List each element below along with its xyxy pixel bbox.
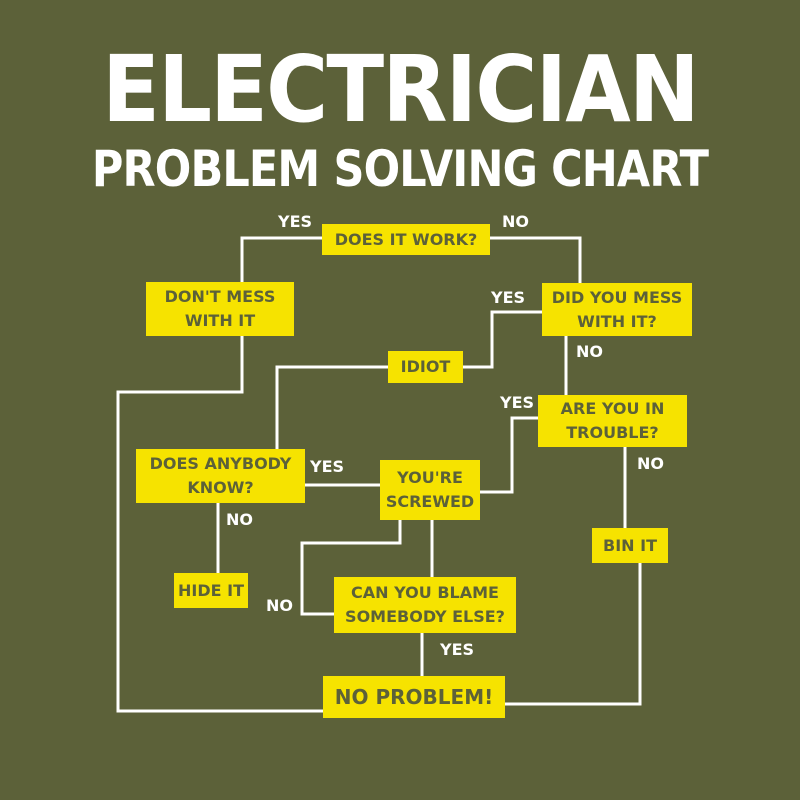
chart-subtitle: PROBLEM SOLVING CHART [91,140,709,198]
node-are-you-in-trouble: ARE YOU IN TROUBLE? [538,395,687,447]
label-know-no: NO [226,510,253,529]
connector-work-no [490,236,582,283]
label-blame-no: NO [266,596,293,615]
connector-screwed-to-blame-no [300,520,402,616]
label-blame-yes: YES [440,640,475,659]
label-know-yes: YES [310,457,345,476]
label-mess-yes: YES [491,288,526,307]
node-bin-it: BIN IT [592,528,668,563]
label-mess-no: NO [576,342,603,361]
connector-dont-mess-to-no-problem [116,336,323,713]
node-did-you-mess-with-it: DID YOU MESS WITH IT? [542,283,692,336]
connector-work-yes [240,236,322,282]
connector-idiot-to-know [275,365,388,449]
node-hide-it: HIDE IT [174,573,248,608]
node-no-problem: NO PROBLEM! [323,676,505,718]
label-work-yes: YES [278,212,313,231]
node-does-anybody-know: DOES ANYBODY KNOW? [136,449,305,503]
connector-trouble-yes [480,416,538,494]
label-work-no: NO [502,212,529,231]
connector-mess-yes [463,310,542,369]
node-dont-mess-with-it: DON'T MESS WITH IT [146,282,294,336]
label-trouble-no: NO [637,454,664,473]
node-youre-screwed: YOU'RE SCREWED [380,460,480,520]
label-trouble-yes: YES [500,393,535,412]
connector-bin-to-no-problem [505,563,642,706]
node-can-you-blame-somebody-else: CAN YOU BLAME SOMEBODY ELSE? [334,577,516,633]
node-does-it-work: DOES IT WORK? [322,224,490,255]
chart-title: ELECTRICIAN [102,36,700,143]
node-idiot: IDIOT [388,351,463,383]
